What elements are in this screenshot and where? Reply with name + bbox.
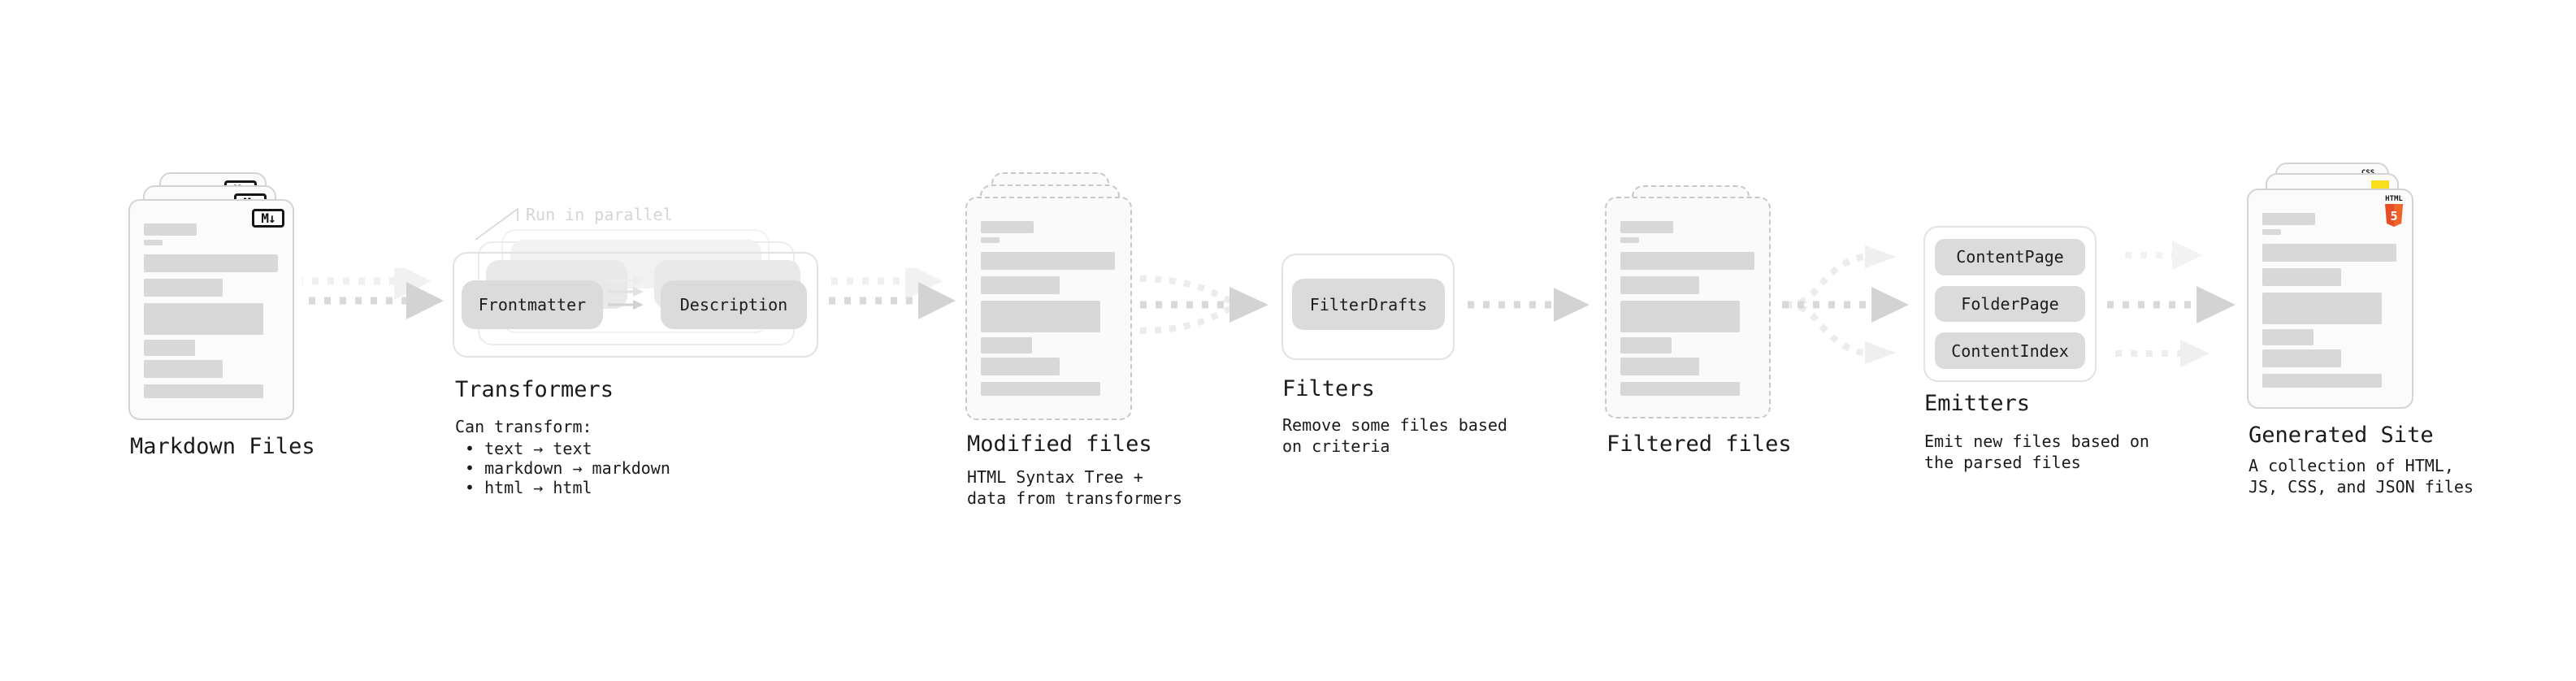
merge-arrow-icon — [1139, 275, 1268, 334]
emitter-folder-page-pill: FolderPage — [1935, 285, 2085, 323]
run-in-parallel-note: Run in parallel — [526, 205, 673, 224]
svg-text:HTML: HTML — [2385, 195, 2403, 203]
desc-line: on criteria — [1282, 436, 1390, 456]
modified-file-card-front — [965, 197, 1132, 420]
svg-text:5: 5 — [2390, 209, 2397, 223]
emitter-content-page-pill: ContentPage — [1935, 239, 2085, 275]
html5-icon: HTML 5 — [2385, 195, 2403, 227]
triple-arrow-icon — [2107, 241, 2236, 367]
bullet-item: • text → text — [465, 439, 592, 458]
desc-line: HTML Syntax Tree + — [967, 467, 1143, 487]
document-content-placeholder — [144, 223, 278, 398]
desc-line: data from transformers — [967, 488, 1182, 508]
transformer-description-pill: Description — [661, 280, 807, 329]
js-icon — [2371, 180, 2389, 190]
modified-files-desc: HTML Syntax Tree + data from transformer… — [967, 466, 1182, 509]
desc-line: A collection of HTML, — [2249, 456, 2454, 475]
stage-label-filtered-files: Filtered files — [1607, 432, 1792, 457]
transformers-bullet-list: • text → text • markdown → markdown • ht… — [465, 439, 670, 497]
stage-label-modified-files: Modified files — [967, 432, 1152, 457]
emitters-desc: Emit new files based on the parsed files — [1924, 431, 2149, 473]
transformer-frontmatter-pill: Frontmatter — [462, 280, 603, 329]
markdown-icon: M↓ — [252, 209, 284, 228]
parallel-arrows-icon — [608, 275, 644, 310]
filters-desc: Remove some files based on criteria — [1282, 414, 1507, 457]
stage-label-emitters: Emitters — [1924, 391, 2031, 416]
flow-arrow-icon — [1468, 288, 1589, 322]
stage-label-markdown-files: Markdown Files — [130, 434, 315, 459]
document-content-placeholder — [1620, 221, 1754, 396]
desc-line: JS, CSS, and JSON files — [2249, 477, 2474, 497]
desc-line: Remove some files based — [1282, 415, 1507, 435]
filtered-file-card-front — [1605, 197, 1771, 419]
callout-line-icon — [475, 207, 518, 241]
emitters-panel: ContentPage FolderPage ContentIndex — [1923, 226, 2097, 382]
generated-file-card-html: HTML 5 — [2247, 189, 2413, 409]
bullet-item: • markdown → markdown — [465, 458, 670, 478]
transformers-desc-heading: Can transform: — [455, 417, 592, 436]
flow-arrow-icon — [822, 268, 956, 319]
stage-label-filters: Filters — [1282, 376, 1375, 401]
desc-line: Emit new files based on — [1924, 432, 2149, 451]
filter-drafts-pill: FilterDrafts — [1292, 279, 1445, 330]
document-content-placeholder — [2262, 213, 2396, 388]
split-arrow-icon — [1782, 245, 1909, 364]
stage-label-transformers: Transformers — [455, 377, 614, 402]
generated-site-desc: A collection of HTML, JS, CSS, and JSON … — [2249, 455, 2474, 497]
desc-line: the parsed files — [1924, 453, 2081, 472]
transformers-layer-front — [453, 252, 818, 358]
markdown-file-card-front: M↓ — [128, 199, 294, 420]
bullet-item: • html → html — [465, 478, 592, 497]
stage-label-generated-site: Generated Site — [2249, 423, 2434, 448]
emitter-content-index-pill: ContentIndex — [1935, 332, 2085, 370]
flow-arrow-icon — [302, 268, 444, 319]
document-content-placeholder — [981, 221, 1115, 396]
